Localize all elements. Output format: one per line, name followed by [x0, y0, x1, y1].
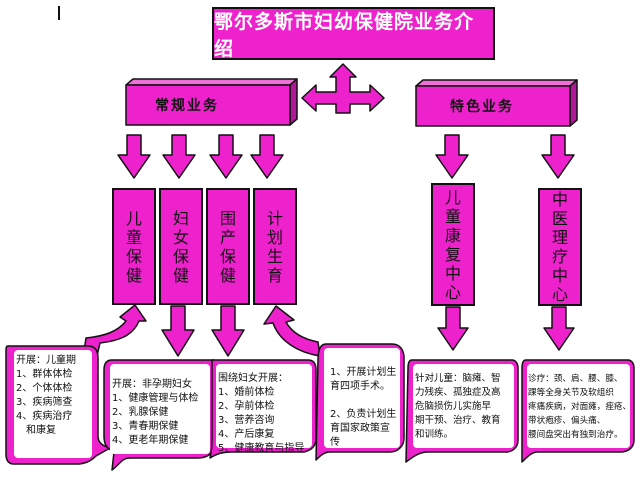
page-title: 鄂尔多斯市妇幼保健院业务介绍	[214, 10, 475, 60]
column-child-care: 儿童保健	[112, 188, 156, 305]
note-line: 3、青春期保健	[112, 421, 179, 432]
note-line: 开展：儿童期	[16, 355, 76, 366]
regular-box	[125, 84, 291, 126]
down-arrow-perinatal	[209, 134, 243, 179]
down-arrow-family-planning	[250, 134, 284, 179]
note-child-care: 开展：儿童期 1、群体体检 2、个体体检 3、疾病筛查 4、疾病治疗 和康复	[16, 354, 92, 438]
column-tcm-therapy-label: 中医理疗中心	[551, 190, 568, 304]
down-arrow-tcm	[541, 134, 575, 179]
special-box-top	[415, 79, 578, 87]
note-line: 4、疾病治疗	[16, 411, 73, 422]
note-line: 5、健康教育与指导	[218, 443, 305, 454]
note-line	[330, 394, 404, 408]
column-perinatal-care-label: 围产保健	[219, 208, 236, 285]
note-line: 2、乳腺保健	[112, 407, 169, 418]
category-special-label: 特色业务	[450, 99, 514, 115]
note-line: 3、疾病筛查	[16, 397, 73, 408]
column-child-rehab: 儿童康复中心	[431, 183, 475, 306]
column-women-care-label: 妇女保健	[172, 208, 189, 285]
note-line: 4、更老年期保健	[112, 435, 189, 446]
arrow-to-perinatal-note	[211, 305, 245, 357]
four-way-arrow	[301, 63, 385, 114]
regular-box-side	[289, 78, 298, 126]
note-line: 针对儿童：脑瘫、智	[415, 373, 501, 384]
note-line: 1、开展计划生	[330, 367, 397, 378]
column-perinatal-care: 围产保健	[206, 188, 250, 305]
note-perinatal-care: 围绕妇女开展： 1、婚前体检 2、孕前体检 3、营养咨询 4、产后康复 5、健康教育与指导	[218, 372, 314, 456]
note-women-care: 开展：非孕期妇女 1、健康管理与体检 2、乳腺保健 3、青春期保健 4、更老年期保健	[112, 378, 210, 448]
down-arrow-child-rehab	[435, 134, 469, 179]
arrow-to-tcm-note	[543, 306, 575, 351]
note-line: 育国家政策宣	[330, 423, 390, 434]
note-line: 1、群体体检	[16, 369, 73, 380]
note-line: 力残疾、孤独症及高	[415, 387, 501, 398]
note-line: 1、婚前体检	[218, 387, 275, 398]
note-line: 诊疗：颈、肩、腰、膝、	[528, 374, 623, 384]
note-line: 3、营养咨询	[218, 415, 275, 426]
category-regular-label: 常规业务	[155, 98, 219, 114]
note-line: 1、健康管理与体检	[112, 393, 199, 404]
note-line: 2、负责计划生	[330, 409, 397, 420]
note-line: 带状疱疹、偏头痛、	[528, 416, 606, 426]
note-line: 踝等全身关节及软组织	[528, 388, 614, 398]
note-line: 期干预、治疗、教育	[415, 415, 501, 426]
note-line: 传	[330, 437, 340, 448]
title-box: 鄂尔多斯市妇幼保健院业务介绍	[212, 7, 495, 60]
note-line: 腰间盘突出有独到治疗。	[528, 430, 623, 440]
special-box-side	[569, 79, 578, 127]
column-family-planning-label: 计划生育	[266, 208, 283, 285]
note-line: 2、孕前体检	[218, 401, 275, 412]
column-child-care-label: 儿童保健	[125, 208, 142, 285]
note-line: 疼痛疾病，对面瘫，痤疮、	[528, 402, 632, 412]
note-line: 2、个体体检	[16, 383, 73, 394]
column-family-planning: 计划生育	[253, 188, 297, 305]
note-line: 危脑损伤儿实施早	[415, 401, 492, 412]
special-box	[415, 85, 571, 127]
column-tcm-therapy: 中医理疗中心	[538, 188, 582, 306]
arrow-to-rehab-note	[437, 306, 469, 351]
note-family-planning: 1、开展计划生育四项手术。 2、负责计划生育国家政策宣传	[330, 366, 404, 450]
note-line: 育四项手术。	[330, 381, 390, 392]
decorative-tick	[58, 6, 60, 20]
arrow-to-women-note	[161, 305, 195, 357]
note-child-rehab: 针对儿童：脑瘫、智力残疾、孤独症及高危脑损伤儿实施早期干预、治疗、教育和训练。	[415, 372, 515, 442]
column-women-care: 妇女保健	[159, 188, 203, 305]
down-arrow-child-care	[117, 134, 151, 179]
note-line: 围绕妇女开展：	[218, 373, 288, 384]
curved-arrow-family-planning	[263, 305, 321, 357]
regular-box-top	[125, 78, 298, 86]
note-line: 开展：非孕期妇女	[112, 379, 192, 390]
down-arrow-women-care	[162, 134, 196, 179]
curved-arrow-child-care	[83, 304, 147, 357]
note-tcm-therapy: 诊疗：颈、肩、腰、膝、踝等全身关节及软组织疼痛疾病，对面瘫，痤疮、带状疱疹、偏头…	[528, 372, 632, 442]
note-line: 和训练。	[415, 429, 454, 440]
column-child-rehab-label: 儿童康复中心	[444, 187, 461, 302]
note-line: 4、产后康复	[218, 429, 275, 440]
note-line: 和康复	[16, 425, 56, 436]
